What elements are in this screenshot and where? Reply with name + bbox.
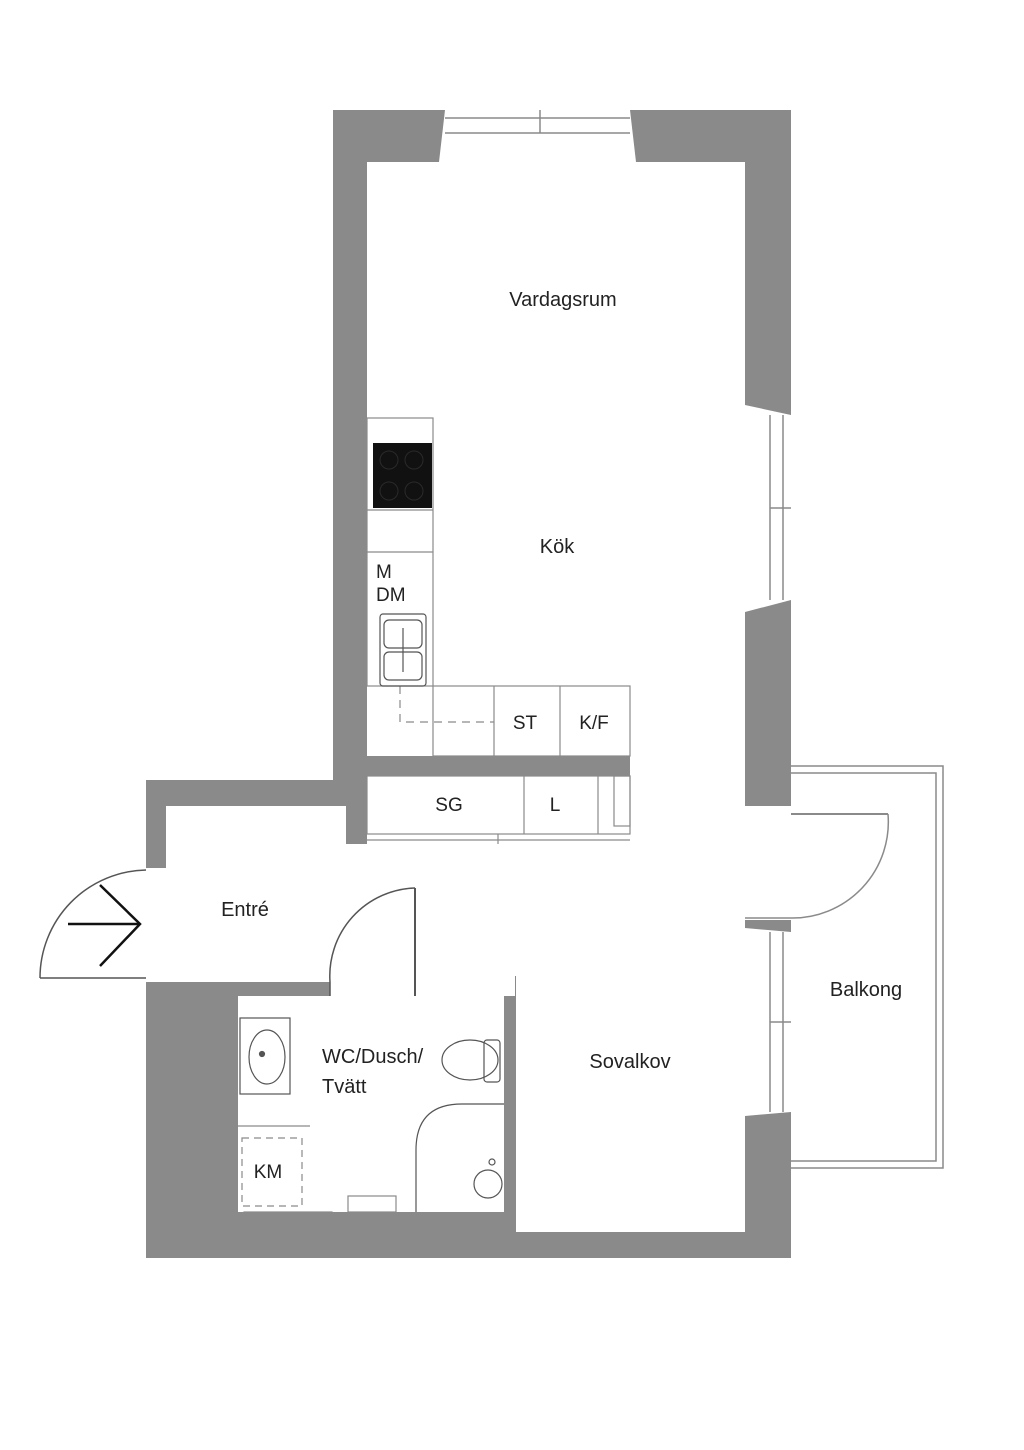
toilet-icon (441, 1039, 501, 1083)
window-right-kitchen (745, 405, 791, 612)
entrance-door (39, 868, 166, 982)
washer (238, 1125, 397, 1227)
room-label-bathroom-line2: Tvätt (322, 1076, 367, 1098)
bathroom-door (329, 887, 416, 996)
fixture-label-fridge-freezer: K/F (579, 713, 609, 734)
room-label-entry: Entré (221, 899, 269, 921)
fixture-label-washer: KM (254, 1162, 283, 1183)
fixture-label-microwave: M (376, 562, 392, 583)
floor-areas (166, 162, 745, 1232)
kitchen-sink-icon (379, 613, 427, 687)
window-right-bedroom (745, 928, 791, 1116)
washbasin-icon (239, 1017, 291, 1095)
room-label-bathroom-line1: WC/Dusch/ (322, 1046, 424, 1068)
room-label-balcony: Balkong (830, 979, 902, 1001)
fixture-label-stove-cabinet: ST (513, 713, 538, 734)
shower-icon (415, 1103, 504, 1212)
fixture-label-linen: L (550, 795, 561, 816)
wardrobes (366, 775, 631, 844)
room-label-living: Vardagsrum (509, 289, 616, 311)
stove-icon (373, 443, 432, 508)
room-label-bedroom: Sovalkov (589, 1051, 670, 1073)
fixture-label-dishwasher: DM (376, 585, 406, 606)
fixture-label-wardrobe: SG (435, 795, 462, 816)
window-top (439, 110, 636, 162)
entrance-arrow-icon (68, 884, 142, 967)
balcony-door (745, 806, 890, 920)
room-label-kitchen: Kök (540, 536, 575, 558)
balcony (791, 765, 944, 1169)
